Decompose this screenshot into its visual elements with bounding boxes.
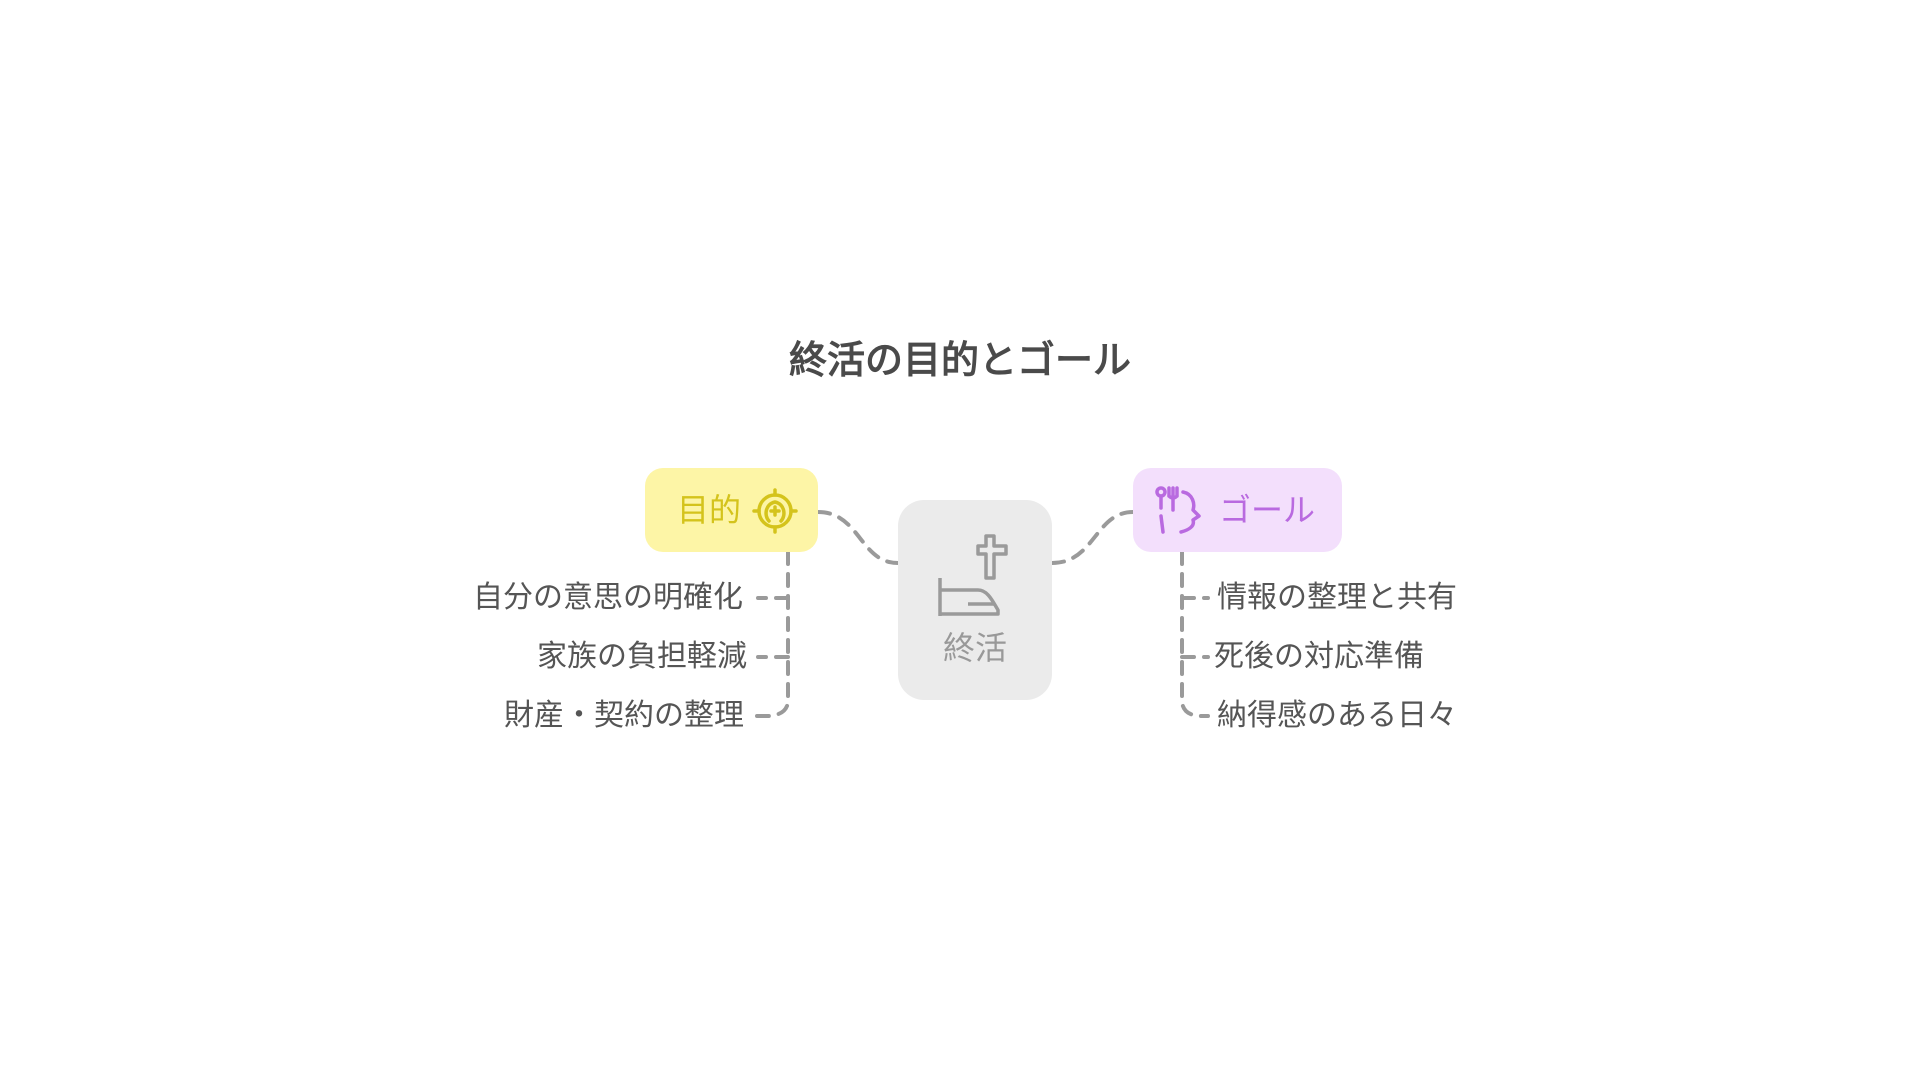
connector-goal-trunk: [1180, 550, 1210, 718]
purpose-label: 目的: [677, 491, 742, 529]
center-label: 終活: [942, 629, 1007, 667]
target-icon: [752, 488, 798, 534]
purpose-item: 財産・契約の整理: [504, 698, 744, 733]
goal-item: 納得感のある日々: [1217, 698, 1457, 733]
purpose-item: 自分の意思の明確化: [473, 580, 743, 615]
connector-center-goal: [1050, 510, 1135, 565]
goal-item: 情報の整理と共有: [1217, 580, 1457, 615]
head-fork-spoon-icon: [1155, 486, 1201, 534]
center-node: 終活: [898, 500, 1052, 700]
goal-node: ゴール: [1133, 468, 1342, 552]
connector-purpose-trunk: [755, 550, 790, 718]
diagram-title: 終活の目的とゴール: [788, 338, 1131, 382]
purpose-node: 目的: [645, 468, 818, 552]
purpose-item: 家族の負担軽減: [537, 639, 747, 674]
goal-label: ゴール: [1219, 491, 1316, 529]
grave-cross-icon: [938, 534, 1008, 616]
goal-item: 死後の対応準備: [1214, 639, 1424, 674]
connector-purpose-center: [816, 510, 900, 565]
